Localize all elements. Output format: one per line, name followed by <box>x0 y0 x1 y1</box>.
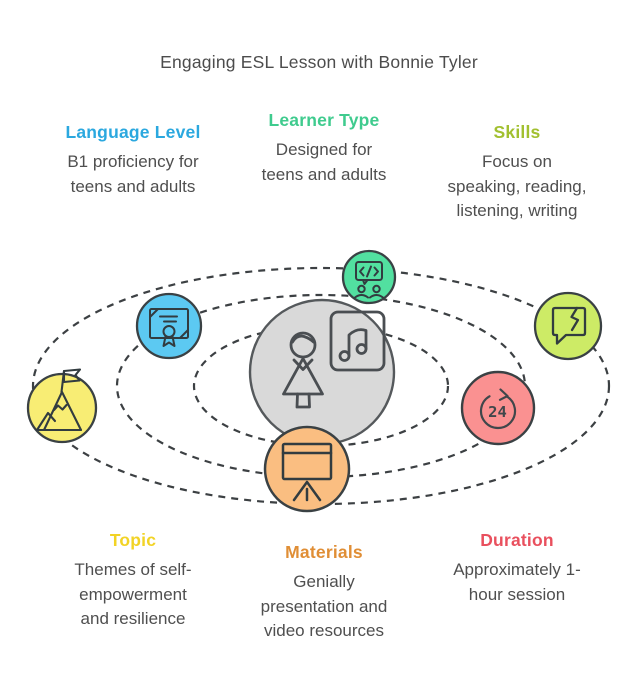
orbit-outer <box>31 266 611 506</box>
orbit-inner <box>192 324 450 448</box>
satellite-learner-type <box>341 249 397 305</box>
block-duration: Duration Approximately 1- hour session <box>407 530 627 607</box>
presentation-easel-icon <box>281 442 333 502</box>
satellite-language-level <box>135 292 203 360</box>
satellite-skills <box>533 291 603 361</box>
satellite-circle <box>533 291 603 361</box>
text-duration: Approximately 1- hour session <box>453 560 581 604</box>
text-learner-type: Designed for teens and adults <box>261 140 387 184</box>
teacher-music-presentation-icon <box>282 310 386 409</box>
24-hour-icon <box>479 388 517 430</box>
satellite-circle <box>263 425 351 513</box>
speech-bubble-icon <box>551 306 587 345</box>
text-materials: Genially presentation and video resource… <box>260 572 388 640</box>
satellite-duration: 24 <box>460 370 536 446</box>
satellite-topic <box>26 368 98 444</box>
heading-learner-type: Learner Type <box>268 110 380 130</box>
center-node <box>248 298 396 446</box>
satellite-circle <box>460 370 536 446</box>
certificate-icon <box>149 308 189 347</box>
block-materials: Materials Genially presentation and vide… <box>214 542 434 644</box>
heading-duration: Duration <box>480 530 554 550</box>
24-hour-label: 24 <box>488 403 507 421</box>
block-learner-type: Learner Type Designed for teens and adul… <box>214 110 434 187</box>
text-topic: Themes of self- empowerment and resilien… <box>74 560 192 628</box>
satellite-circle <box>341 249 397 305</box>
mountain-flag-icon <box>35 368 83 432</box>
center-circle <box>248 298 396 446</box>
heading-language-level: Language Level <box>65 122 201 142</box>
page-title: Engaging ESL Lesson with Bonnie Tyler <box>160 52 478 72</box>
text-language-level: B1 proficiency for teens and adults <box>67 152 199 196</box>
block-topic: Topic Themes of self- empowerment and re… <box>23 530 243 632</box>
heading-topic: Topic <box>109 530 157 550</box>
block-skills: Skills Focus on speaking, reading, liste… <box>407 122 627 224</box>
text-skills: Focus on speaking, reading, listening, w… <box>447 152 587 220</box>
workshop-screen-icon <box>354 261 384 299</box>
heading-skills: Skills <box>493 122 541 142</box>
heading-materials: Materials <box>285 542 363 562</box>
block-language-level: Language Level B1 proficiency for teens … <box>23 122 243 199</box>
satellite-materials <box>263 425 351 513</box>
